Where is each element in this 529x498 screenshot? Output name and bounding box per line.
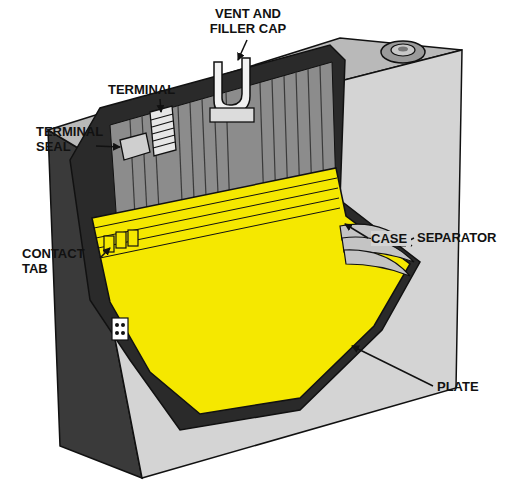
plate xyxy=(92,168,410,414)
part-label: TERMINAL SEAL xyxy=(36,124,102,154)
terminal-seal xyxy=(120,133,150,160)
cutaway xyxy=(70,45,420,430)
round-terminal-hole xyxy=(398,47,408,52)
leader-lines xyxy=(96,40,433,386)
part-label: SEPARATOR xyxy=(417,230,525,245)
vent-cap xyxy=(214,58,250,114)
separator-sheets xyxy=(340,224,414,276)
vent-base xyxy=(210,108,254,122)
part-label: TERMINAL xyxy=(108,82,198,97)
part-label: CASE xyxy=(371,231,411,246)
part-label: VENT AND FILLER CAP xyxy=(204,6,292,36)
plate-clip xyxy=(112,318,128,340)
round-terminal-cap xyxy=(391,44,415,56)
terminal xyxy=(150,106,176,156)
round-terminal xyxy=(381,41,425,63)
part-label: CONTACT TAB xyxy=(22,246,100,276)
plate-layers xyxy=(94,178,340,258)
part-label: PLATE xyxy=(437,379,507,394)
